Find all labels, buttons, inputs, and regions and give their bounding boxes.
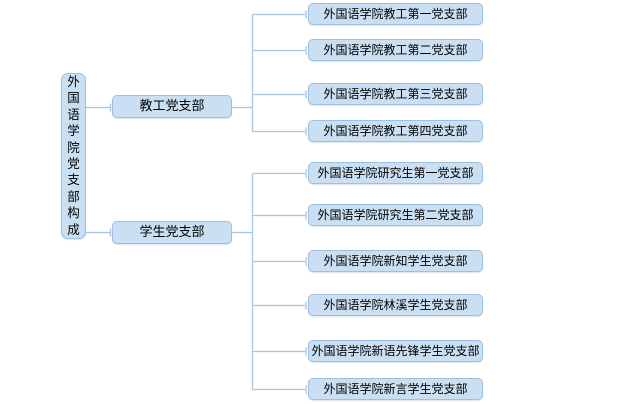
node-leaf: 外国语学院研究生第一党支部 — [308, 162, 483, 184]
node-leaf-label: 外国语学院新言学生党支部 — [323, 382, 468, 396]
node-leaf-label: 外国语学院教工第二党支部 — [323, 43, 468, 57]
node-leaf: 外国语学院新言学生党支部 — [308, 378, 483, 400]
connector-branch-1-tree — [232, 10, 307, 136]
node-leaf-label: 外国语学院林溪学生党支部 — [323, 298, 468, 312]
node-root-label: 外国语学院党支部构成 — [67, 73, 80, 237]
node-leaf: 外国语学院新知学生党支部 — [308, 250, 483, 272]
node-leaf: 外国语学院林溪学生党支部 — [308, 294, 483, 316]
node-leaf: 外国语学院教工第二党支部 — [308, 39, 483, 61]
node-leaf: 外国语学院教工第一党支部 — [308, 3, 483, 25]
node-leaf: 外国语学院研究生第二党支部 — [308, 204, 483, 226]
node-root: 外国语学院党支部构成 — [61, 73, 86, 239]
node-branch-faculty: 教工党支部 — [112, 95, 232, 118]
node-leaf-label: 外国语学院教工第四党支部 — [323, 124, 468, 138]
node-leaf-label: 外国语学院新语先锋学生党支部 — [311, 344, 480, 358]
node-leaf: 外国语学院教工第四党支部 — [308, 120, 483, 142]
node-branch-student: 学生党支部 — [112, 221, 232, 244]
node-leaf: 外国语学院教工第三党支部 — [308, 83, 483, 105]
node-leaf-label: 外国语学院研究生第二党支部 — [317, 208, 474, 222]
node-leaf-label: 外国语学院教工第三党支部 — [323, 87, 468, 101]
connector-root-to-branch-2 — [86, 228, 112, 237]
node-leaf-label: 外国语学院新知学生党支部 — [323, 254, 468, 268]
connector-root-to-branch-1 — [86, 103, 112, 112]
node-branch-faculty-label: 教工党支部 — [139, 99, 205, 114]
node-leaf: 外国语学院新语先锋学生党支部 — [308, 340, 483, 362]
connector-branch-2-tree — [232, 169, 307, 394]
node-branch-student-label: 学生党支部 — [139, 225, 205, 240]
node-leaf-label: 外国语学院教工第一党支部 — [323, 7, 468, 21]
node-leaf-label: 外国语学院研究生第一党支部 — [317, 166, 474, 180]
